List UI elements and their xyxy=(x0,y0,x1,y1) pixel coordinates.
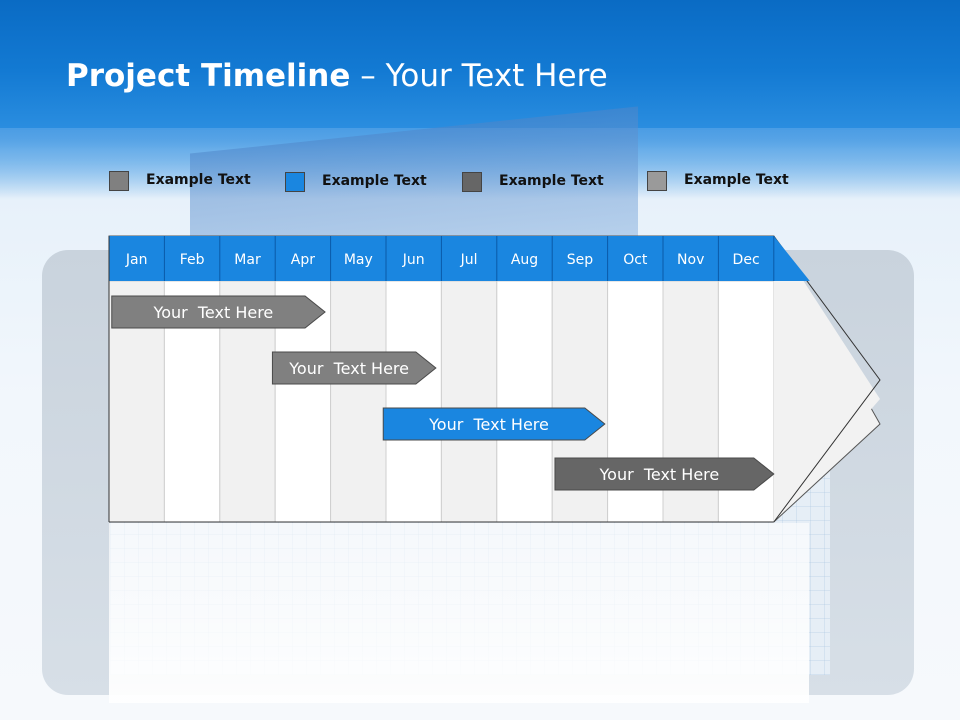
month-column xyxy=(496,280,553,523)
month-label: Oct xyxy=(623,252,648,268)
month-column xyxy=(385,280,442,523)
month-label: Jun xyxy=(402,252,425,268)
title-subtitle: – Your Text Here xyxy=(350,58,608,94)
month-column xyxy=(440,280,498,523)
legend-label: Example Text xyxy=(684,172,789,188)
legend-swatch xyxy=(109,171,129,191)
timeline-arrow-outline xyxy=(773,235,881,523)
month-label: Feb xyxy=(180,252,205,268)
task-bar xyxy=(271,351,437,385)
header-band xyxy=(0,0,960,130)
task-bar-label: Your Text Here xyxy=(599,465,720,484)
legend-swatch xyxy=(462,172,482,192)
month-label: Mar xyxy=(234,252,261,268)
task-bar xyxy=(382,407,606,441)
month-label: May xyxy=(344,252,373,268)
legend-label: Example Text xyxy=(499,173,604,189)
month-label: Dec xyxy=(733,252,760,268)
page-title: Project Timeline – Your Text Here xyxy=(66,58,608,94)
task-bar-label: Your Text Here xyxy=(288,359,409,378)
legend-swatch xyxy=(285,172,305,192)
month-header-tip xyxy=(773,236,810,281)
task-bar xyxy=(111,295,326,329)
legend-label: Example Text xyxy=(146,172,251,188)
legend-swatch xyxy=(647,171,667,191)
legend-label: Example Text xyxy=(322,173,427,189)
month-label: Aug xyxy=(511,252,538,268)
title-bold: Project Timeline xyxy=(66,58,351,94)
month-label: Apr xyxy=(291,252,315,268)
timeline-reflection xyxy=(109,523,809,703)
month-column xyxy=(330,280,387,523)
timeline-arrow-tip xyxy=(773,281,880,522)
task-bar-label: Your Text Here xyxy=(153,303,274,322)
month-label: Jul xyxy=(460,252,478,268)
task-bar-label: Your Text Here xyxy=(428,415,549,434)
month-label: Sep xyxy=(567,252,594,268)
task-bar xyxy=(554,457,775,491)
month-label: Jan xyxy=(125,252,148,268)
month-label: Nov xyxy=(677,252,704,268)
